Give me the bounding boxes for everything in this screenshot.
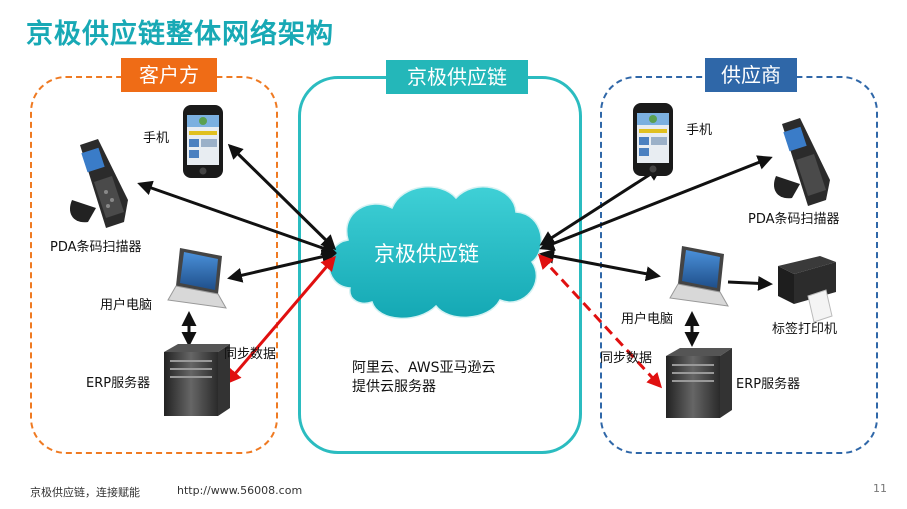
client-zone-tag: 客户方 bbox=[121, 58, 217, 92]
client-erp-server-icon bbox=[164, 344, 230, 416]
footer-url[interactable]: http://www.56008.com bbox=[177, 484, 303, 497]
cloud-icon bbox=[328, 186, 543, 319]
page-number: 11 bbox=[873, 482, 887, 495]
footer-slogan: 京极供应链，连接赋能 bbox=[30, 486, 140, 499]
cloud-label: 京极供应链 bbox=[374, 242, 479, 266]
supplier-pc-label: 用户电脑 bbox=[621, 312, 674, 327]
client-sync-label: 同步数据 bbox=[224, 347, 277, 362]
arrow-supplier-phone-cloud bbox=[539, 166, 663, 246]
cloud-provider-line2: 提供云服务器 bbox=[352, 379, 436, 395]
label-printer-icon bbox=[778, 256, 836, 323]
cloud-provider-line1: 阿里云、AWS亚马逊云 bbox=[352, 360, 496, 376]
page-title: 京极供应链整体网络架构 bbox=[26, 19, 334, 50]
client-pc-label: 用户电脑 bbox=[100, 298, 153, 313]
client-phone-label: 手机 bbox=[143, 131, 170, 146]
client-laptop-icon bbox=[167, 248, 227, 309]
supplier-laptop-icon bbox=[669, 246, 729, 307]
client-phone-icon bbox=[183, 105, 223, 178]
client-pda-label: PDA条码扫描器 bbox=[50, 240, 142, 255]
arrow-client-sync bbox=[226, 255, 336, 385]
arrow-supplier-sync bbox=[537, 253, 663, 389]
arrow-supplier-pda-cloud bbox=[539, 155, 773, 251]
cloud-zone-tag: 京极供应链 bbox=[386, 60, 528, 94]
supplier-printer-label: 标签打印机 bbox=[772, 322, 838, 337]
supplier-zone-tag: 供应商 bbox=[705, 58, 797, 92]
arrow-supplier-pc-printer bbox=[727, 275, 773, 291]
client-erp-label: ERP服务器 bbox=[86, 376, 151, 391]
supplier-phone-label: 手机 bbox=[686, 123, 713, 138]
arrow-client-pda-cloud bbox=[137, 180, 337, 256]
supplier-erp-server-icon bbox=[666, 348, 732, 418]
supplier-phone-icon bbox=[633, 103, 673, 176]
supplier-sync-label: 同步数据 bbox=[600, 351, 653, 366]
client-pda-scanner-icon bbox=[69, 139, 128, 228]
supplier-erp-label: ERP服务器 bbox=[736, 377, 801, 392]
supplier-pda-label: PDA条码扫描器 bbox=[748, 212, 840, 227]
supplier-pda-scanner-icon bbox=[773, 118, 830, 206]
arrow-supplier-pc-cloud bbox=[539, 248, 661, 282]
cloud-provider-note: 阿里云、AWS亚马逊云 提供云服务器 bbox=[352, 359, 496, 397]
